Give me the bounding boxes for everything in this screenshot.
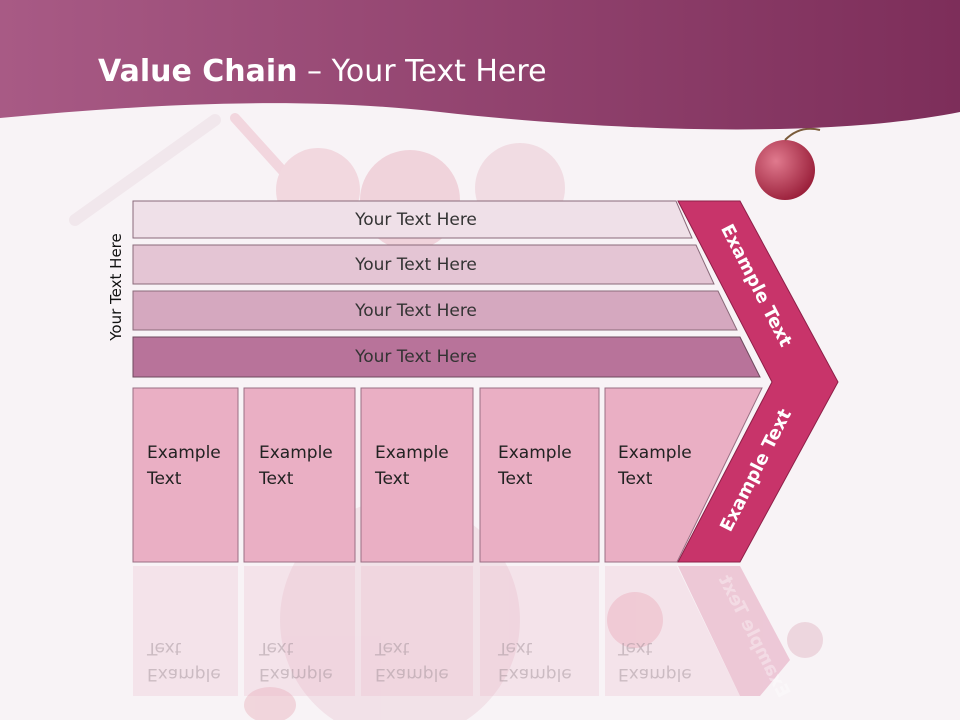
primary-column-2	[243, 387, 356, 563]
primary-column-1	[132, 387, 239, 563]
margin-arrow	[677, 200, 839, 563]
support-bar-2	[132, 244, 715, 285]
cherry-icon	[755, 140, 815, 200]
support-bar-4	[132, 336, 761, 378]
support-bar-label-1: Your Text Here	[355, 209, 477, 230]
primary-column-5	[604, 387, 763, 563]
support-bar-1	[132, 200, 693, 239]
support-bar-label-2: Your Text Here	[355, 254, 477, 275]
support-bar-label-4: Your Text Here	[355, 347, 477, 367]
primary-column-3	[360, 387, 474, 563]
reflection	[133, 566, 790, 696]
header-band	[0, 0, 960, 130]
support-bar-3	[132, 290, 738, 331]
slide-title: Value Chain – Your Text Here	[98, 54, 547, 89]
support-bar-label-3: Your Text Here	[355, 300, 477, 321]
primary-column-4	[479, 387, 600, 563]
